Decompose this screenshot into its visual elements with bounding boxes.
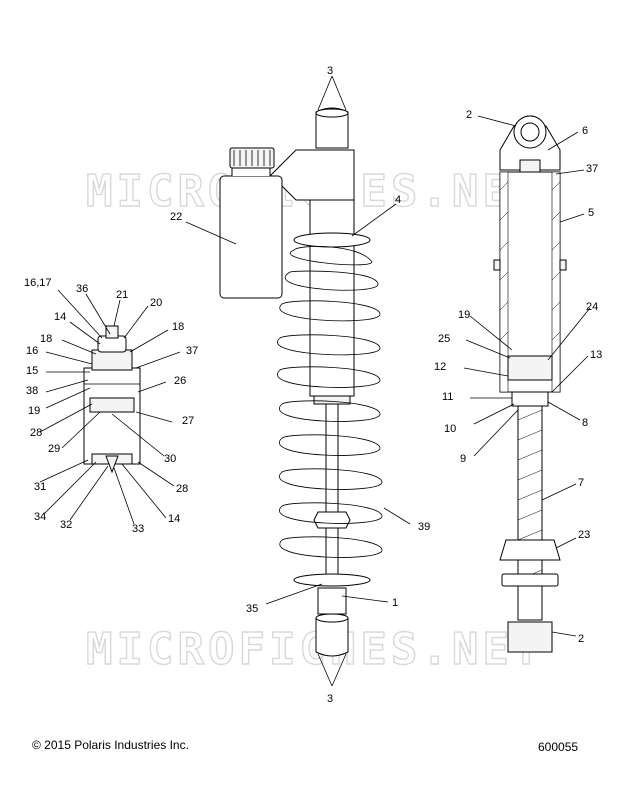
right-shock-section (493, 115, 567, 653)
reservoir-body (219, 175, 283, 299)
callout-3-bottom: 3 (327, 693, 333, 705)
callout-15: 15 (26, 365, 38, 377)
copyright-text: © 2015 Polaris Industries Inc. (32, 738, 189, 752)
right-piston (507, 355, 553, 381)
bumper (313, 511, 351, 529)
leader-lines (39, 75, 591, 687)
callout-31: 31 (34, 481, 46, 493)
bottom-eyelet (315, 617, 349, 657)
callout-14-bottom: 14 (168, 513, 180, 525)
callout-38: 38 (26, 385, 38, 397)
callout-4: 4 (395, 194, 401, 206)
callout-11: 11 (442, 391, 453, 403)
callout-10: 10 (444, 423, 456, 435)
callout-19-right: 19 (458, 309, 470, 321)
callout-22: 22 (170, 211, 182, 223)
callout-33: 33 (132, 523, 144, 535)
coil-spring (276, 246, 383, 558)
callout-36: 36 (76, 283, 88, 295)
watermark-bottom: MICROFICHES.NET (86, 624, 543, 675)
lower-spring-seat (293, 573, 371, 587)
callout-29: 29 (48, 443, 60, 455)
callout-25: 25 (438, 333, 450, 345)
callout-18-right: 18 (172, 321, 184, 333)
reservoir-section-body (83, 367, 141, 465)
callout-9: 9 (460, 453, 466, 465)
callout-13: 13 (590, 349, 602, 361)
callout-1: 1 (392, 597, 398, 609)
callout-37-left: 37 (186, 345, 198, 357)
callout-2-bottom: 2 (578, 633, 584, 645)
callout-19-left: 19 (28, 405, 40, 417)
callout-16-17: 16,17 (24, 277, 52, 289)
callout-37-right: 37 (586, 163, 598, 175)
callout-34: 34 (34, 511, 46, 523)
callout-27: 27 (182, 415, 194, 427)
center-shock-assembly (219, 107, 383, 657)
right-bumper (499, 539, 561, 561)
callout-16: 16 (26, 345, 38, 357)
callout-labels: 3 3 22 4 39 35 1 2 6 37 5 19 24 25 12 13… (24, 65, 602, 705)
callout-2-top: 2 (466, 109, 472, 121)
callout-32: 32 (60, 519, 72, 531)
right-bottom-eyelet (507, 621, 553, 653)
callout-7: 7 (578, 477, 584, 489)
floating-piston (89, 397, 135, 413)
callout-6: 6 (582, 125, 588, 137)
body-bottom-seal (313, 395, 351, 405)
callout-39: 39 (418, 521, 430, 533)
callout-26: 26 (174, 375, 186, 387)
callout-21: 21 (116, 289, 128, 301)
callout-28-top: 28 (30, 427, 42, 439)
callout-14-top: 14 (54, 311, 66, 323)
callout-8: 8 (582, 417, 588, 429)
callout-30: 30 (164, 453, 176, 465)
callout-5: 5 (588, 207, 594, 219)
callout-35: 35 (246, 603, 258, 615)
document-number: 600055 (538, 740, 579, 754)
upper-spring-seat (293, 232, 371, 248)
callout-3-top: 3 (327, 65, 333, 77)
callout-12: 12 (434, 361, 446, 373)
callout-24: 24 (586, 301, 598, 313)
callout-20: 20 (150, 297, 162, 309)
callout-28-bottom: 28 (176, 483, 188, 495)
callout-23: 23 (578, 529, 590, 541)
reservoir-section (83, 325, 141, 474)
callout-18-left: 18 (40, 333, 52, 345)
